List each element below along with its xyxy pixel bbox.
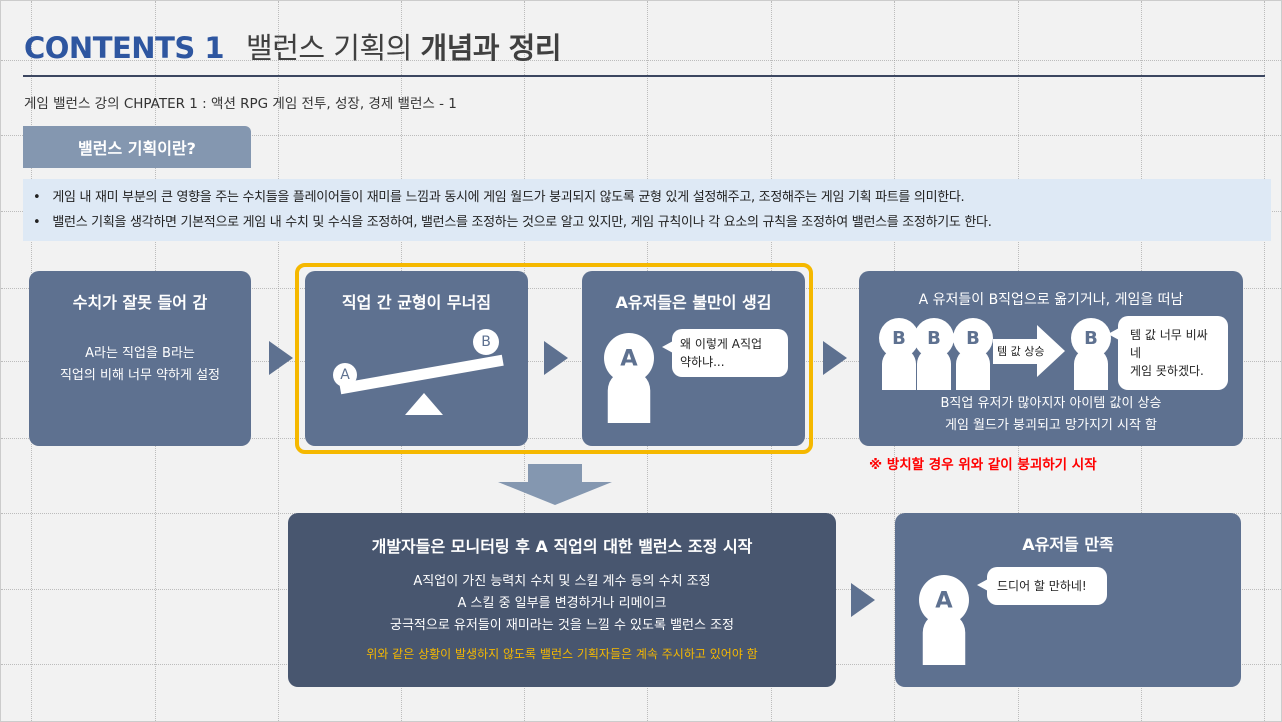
step-text: 궁극적으로 유저들이 재미라는 것을 느낄 수 있도록 밸런스 조정 bbox=[389, 618, 735, 633]
person-body bbox=[917, 348, 951, 390]
bubble-text: 템 값 너무 비싸네 bbox=[1130, 328, 1208, 360]
person-body bbox=[607, 370, 651, 423]
title-divider bbox=[23, 75, 1265, 77]
page-title: CONTENTS 1 밸런스 기획의 개념과 정리 bbox=[24, 25, 562, 67]
seesaw-beam bbox=[339, 354, 504, 395]
price-up-arrow: 템 값 상승 bbox=[993, 325, 1065, 377]
person-head: B bbox=[914, 318, 954, 358]
arrow-down-icon bbox=[528, 464, 582, 482]
person-body bbox=[956, 348, 990, 390]
step-title: 직업 간 균형이 무너짐 bbox=[341, 293, 492, 312]
person-body bbox=[882, 348, 916, 390]
step-text: A 스킬 중 일부를 변경하거나 리메이크 bbox=[457, 596, 667, 611]
bullet-item: 게임 내 재미 부분의 큰 영향을 주는 수치들을 플레이어들이 재미를 느낌과… bbox=[33, 185, 1261, 210]
arrow-right-icon bbox=[851, 583, 875, 617]
step-developer-adjust: 개발자들은 모니터링 후 A 직업의 대한 밸런스 조정 시작 A직업이 가진 … bbox=[288, 513, 836, 687]
contents-label: CONTENTS 1 bbox=[24, 31, 225, 65]
person-body bbox=[1074, 348, 1108, 390]
bubble-text: 드디어 할 만하네! bbox=[997, 579, 1087, 593]
person-head: B bbox=[879, 318, 919, 358]
arrow-right-icon bbox=[823, 341, 847, 375]
step-migration: A 유저들이 B직업으로 옮기거나, 게임을 떠남 B B B 템 값 상승 B… bbox=[859, 271, 1243, 446]
step-title: 개발자들은 모니터링 후 A 직업의 대한 밸런스 조정 시작 bbox=[371, 537, 753, 556]
speech-bubble: 드디어 할 만하네! bbox=[977, 567, 1107, 605]
definition-list: 게임 내 재미 부분의 큰 영향을 주는 수치들을 플레이어들이 재미를 느낌과… bbox=[23, 179, 1271, 241]
step-title: A 유저들이 B직업으로 옮기거나, 게임을 떠남 bbox=[918, 292, 1184, 308]
bubble-text: 게임 못하겠다. bbox=[1130, 364, 1204, 378]
person-head: A bbox=[919, 575, 969, 625]
title-light: 밸런스 기획의 bbox=[246, 31, 412, 65]
seesaw-fulcrum bbox=[405, 393, 443, 415]
bullet-item: 밸런스 기획을 생각하면 기본적으로 게임 내 수치 및 수식을 조정하여, 밸… bbox=[33, 210, 1261, 235]
arrow-right-icon bbox=[544, 341, 568, 375]
step-title: 수치가 잘못 들어 감 bbox=[72, 293, 208, 312]
section-header: 밸런스 기획이란? bbox=[23, 126, 251, 168]
step-title: A유저들 만족 bbox=[1022, 535, 1114, 554]
step-note: 위와 같은 상황이 발생하지 않도록 밸런스 기획자들은 계속 주시하고 있어야… bbox=[366, 647, 758, 661]
step-imbalance: 직업 간 균형이 무너짐 A B bbox=[305, 271, 528, 446]
arrow-down-head bbox=[498, 482, 612, 505]
title-bold: 개념과 정리 bbox=[420, 31, 562, 65]
step-title: A유저들은 불만이 생김 bbox=[615, 293, 772, 312]
ball-a: A bbox=[333, 363, 357, 387]
step-text: B직업 유저가 많아지자 아이템 값이 상승 bbox=[940, 396, 1162, 411]
step-text: 직업의 비해 너무 약하게 설정 bbox=[59, 368, 221, 383]
arrow-right-icon bbox=[269, 341, 293, 375]
warning-text: ※ 방치할 경우 위와 같이 붕괴하기 시작 bbox=[869, 457, 1097, 473]
highlight-frame bbox=[295, 263, 813, 454]
subtitle: 게임 밸런스 강의 CHPATER 1 : 액션 RPG 게임 전투, 성장, … bbox=[24, 96, 457, 112]
step-wrong-values: 수치가 잘못 들어 감 A라는 직업을 B라는 직업의 비해 너무 약하게 설정 bbox=[29, 271, 251, 446]
arrow-label: 템 값 상승 bbox=[997, 345, 1045, 358]
step-text: A라는 직업을 B라는 bbox=[85, 346, 195, 361]
ball-b: B bbox=[473, 329, 499, 355]
step-satisfied: A유저들 만족 A 드디어 할 만하네! bbox=[895, 513, 1241, 687]
person-body bbox=[922, 612, 966, 665]
bubble-text: 약하냐... bbox=[680, 355, 725, 369]
bubble-text: 왜 이렇게 A직업 bbox=[680, 337, 763, 351]
step-text: 게임 월드가 붕괴되고 망가지기 시작 함 bbox=[944, 418, 1158, 433]
step-text: A직업이 가진 능력치 수치 및 스킬 계수 등의 수치 조정 bbox=[413, 574, 711, 589]
